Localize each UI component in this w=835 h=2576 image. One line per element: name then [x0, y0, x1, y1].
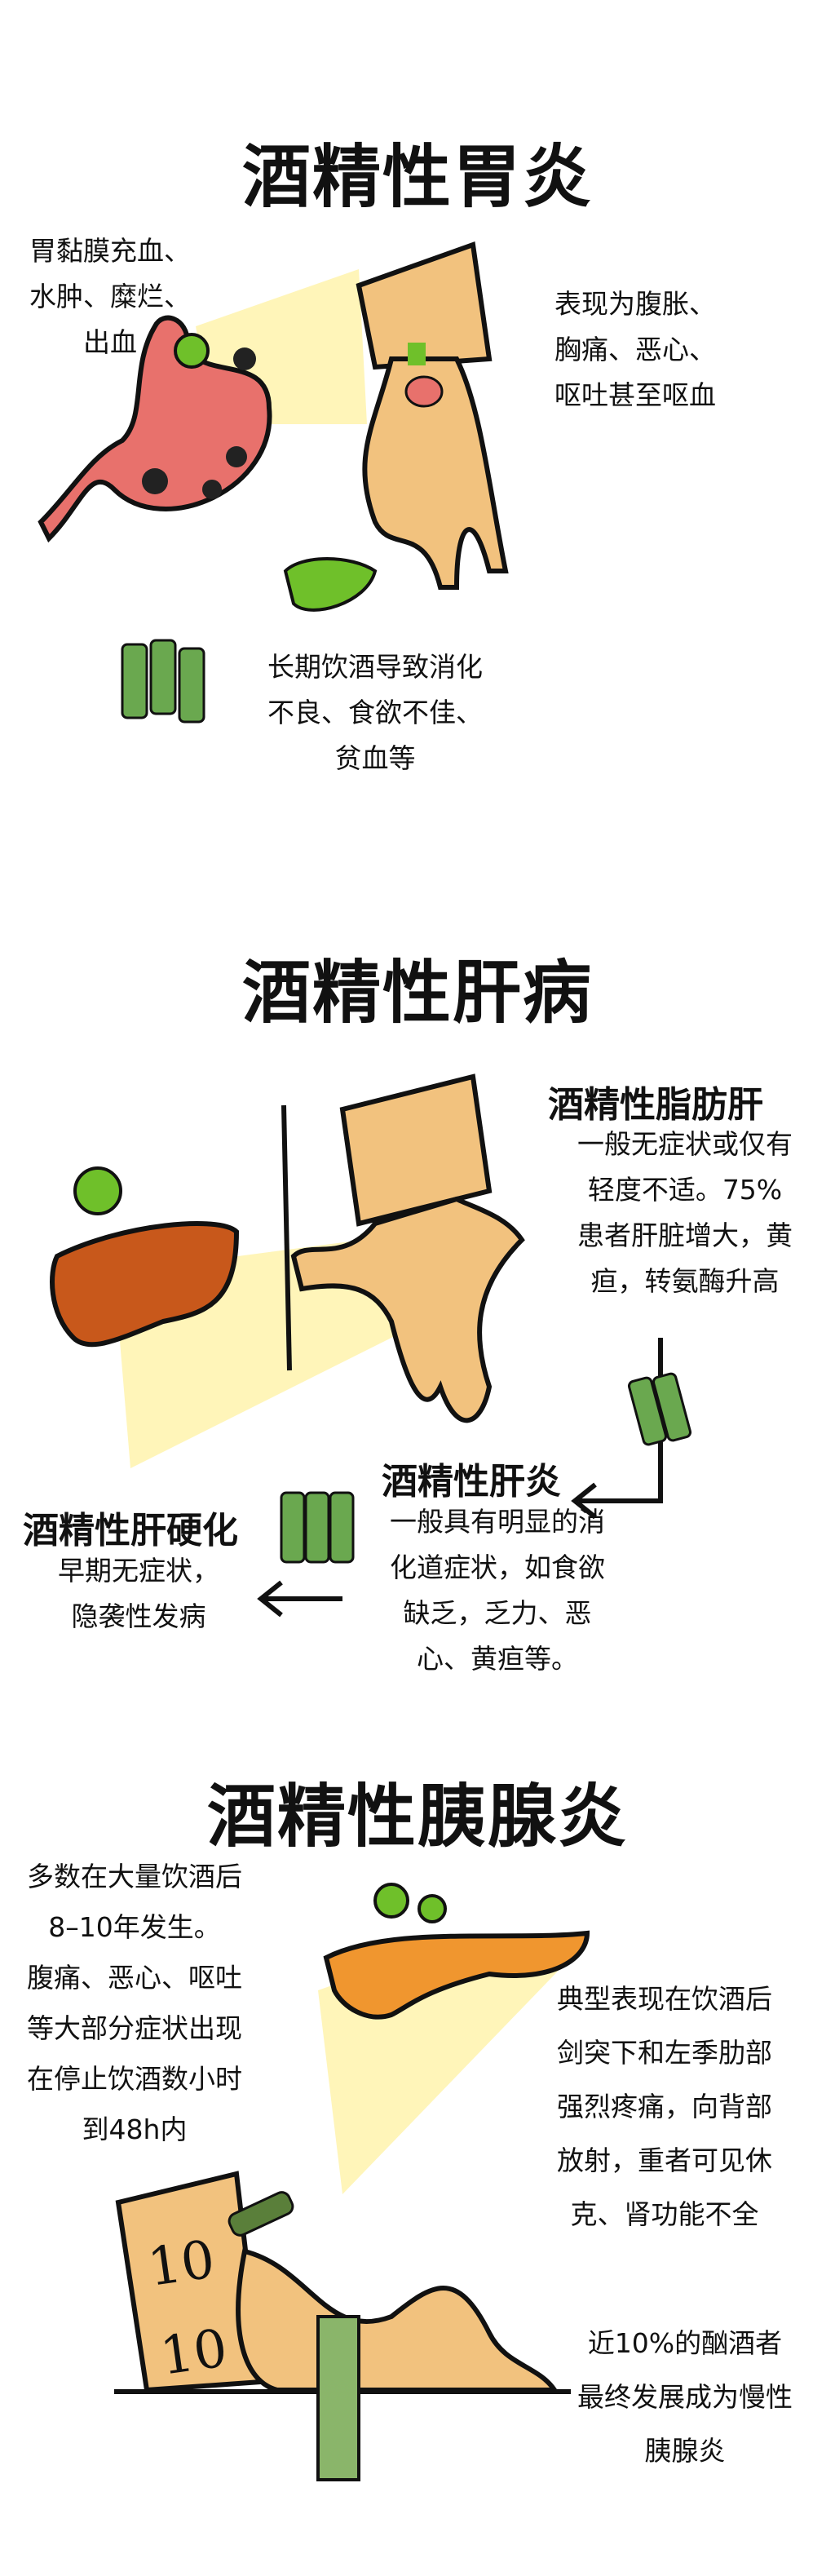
stomach-illustration — [38, 241, 509, 724]
body — [290, 1196, 525, 1423]
fatty-liver-text: 一般无症状或仅有轻度不适。75%患者肝脏增大，黄疸，转氨酶升高 — [577, 1128, 793, 1297]
cirrhosis-heading: 酒精性肝硬化 — [23, 1510, 238, 1551]
bottles-icon — [280, 1372, 692, 1564]
germ-icon — [174, 333, 210, 369]
germ-icon — [373, 1883, 409, 1919]
vomit-puddle — [283, 557, 378, 612]
gastritis-title: 酒精性胃炎 — [241, 137, 593, 217]
box-head — [339, 1073, 493, 1227]
body — [362, 356, 509, 590]
gastritis-symptoms-note: 表现为腹胀、胸痛、恶心、呕吐甚至呕血 — [554, 288, 716, 411]
stomach-damage-note: 胃黏膜充血、水肿、糜烂、出血 — [29, 235, 191, 358]
pancreas-illustration — [114, 1883, 590, 2481]
pancreatitis-title: 酒精性胰腺炎 — [206, 1777, 628, 1857]
long-term-drinking-note: 长期饮酒导致消化不良、食欲不佳、贫血等 — [267, 651, 483, 774]
vomit-drip — [408, 343, 426, 365]
mini-stomach — [404, 375, 444, 408]
hepatitis-text: 一般具有明显的消化道症状，如食欲缺乏，乏力、恶心、黄疸等。 — [390, 1506, 605, 1675]
box-head — [356, 241, 493, 370]
arrow-hepatitis-to-cirrhosis — [257, 1580, 342, 1618]
liver-illustration — [50, 1073, 692, 1618]
chronic-pancreatitis-note: 近10%的酗酒者最终发展成为慢性胰腺炎 — [577, 2327, 793, 2467]
bottles-icon — [121, 639, 205, 724]
hepatitis-heading: 酒精性肝炎 — [382, 1461, 561, 1503]
germ-icon — [73, 1166, 122, 1215]
ulcer-spots — [142, 347, 256, 499]
body — [236, 2248, 559, 2392]
pancreatitis-symptoms-note: 典型表现在饮酒后剑突下和左季肋部强烈疼痛，向背部放射，重者可见休克、肾功能不全 — [557, 1983, 772, 2230]
fatty-liver-heading: 酒精性脂肪肝 — [548, 1084, 763, 1126]
liver-icon — [50, 1221, 240, 1348]
germ-icon — [418, 1894, 447, 1923]
cirrhosis-text: 早期无症状，隐袭性发病 — [58, 1555, 219, 1632]
bottle-icon — [228, 2191, 294, 2237]
liver-disease-title: 酒精性肝病 — [241, 953, 593, 1033]
pole — [281, 1104, 292, 1371]
pancreas-icon — [323, 1930, 590, 2020]
scarf — [316, 2315, 360, 2481]
